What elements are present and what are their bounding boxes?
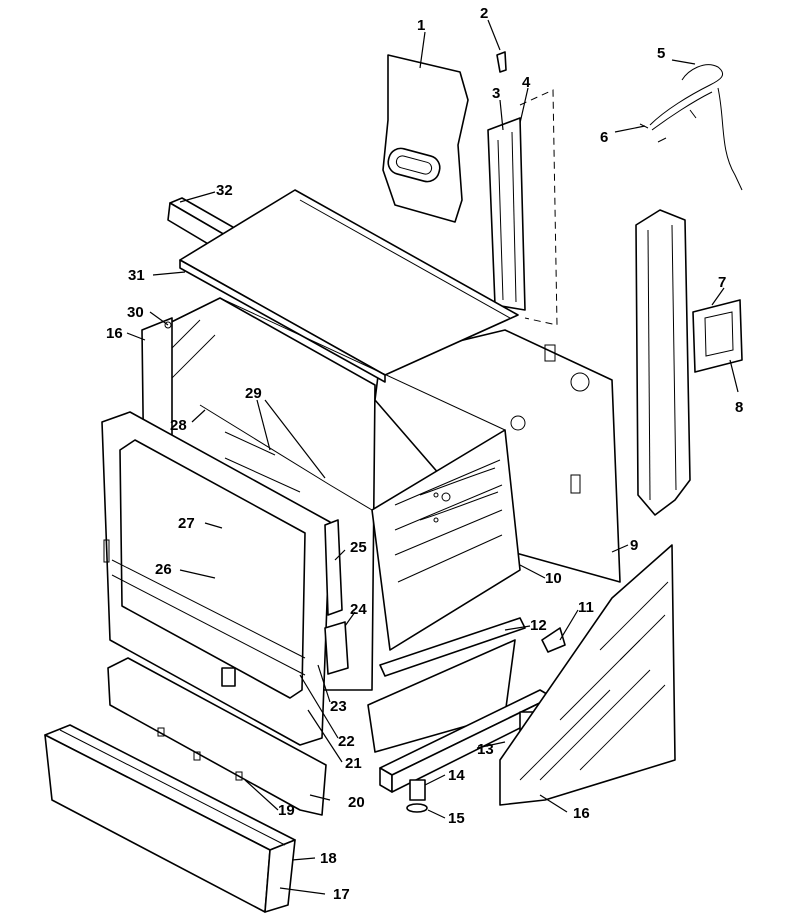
part-5-6-wire-harness [639, 64, 743, 191]
part-25-vertical-strip [324, 519, 343, 616]
callout-14: 14 [448, 767, 465, 784]
callout-21: 21 [345, 755, 362, 772]
part-31-top-panel [179, 189, 519, 383]
callout-26: 26 [155, 561, 172, 578]
leader-lines [126, 19, 739, 895]
part-12-bottom-panel [367, 617, 526, 753]
part-16-right-side-panel [499, 544, 676, 806]
callout-30: 30 [127, 304, 144, 321]
part-17-18-kick-plate [44, 724, 296, 913]
callout-8: 8 [735, 399, 743, 416]
callout-6: 6 [600, 129, 608, 146]
part-2-bracket [496, 51, 507, 73]
callout-12: 12 [530, 617, 547, 634]
part-27-front-frame [101, 411, 331, 746]
callout-27: 27 [178, 515, 195, 532]
callout-11: 11 [578, 599, 594, 616]
part-7-8-side-rail [635, 209, 743, 516]
callout-32: 32 [216, 182, 233, 199]
callout-17: 17 [333, 886, 350, 903]
callout-labels: 1 2 3 4 5 6 7 8 9 10 11 12 13 14 15 16 1… [106, 5, 743, 903]
callout-15: 15 [448, 810, 465, 827]
callout-31: 31 [128, 267, 145, 284]
callout-5: 5 [657, 45, 665, 62]
callout-22: 22 [338, 733, 355, 750]
callout-3: 3 [492, 85, 500, 102]
callout-9: 9 [630, 537, 638, 554]
callout-7: 7 [718, 274, 726, 291]
part-11-clip [541, 627, 566, 653]
part-20-front-base-frame [107, 657, 327, 816]
callout-23: 23 [330, 698, 347, 715]
part-3-4-rear-rail [487, 89, 558, 326]
callout-4: 4 [522, 74, 531, 91]
part-13-rear-channel [379, 689, 553, 793]
callout-10: 10 [545, 570, 562, 587]
callout-18: 18 [320, 850, 337, 867]
callout-2: 2 [480, 5, 488, 22]
callout-28: 28 [170, 417, 187, 434]
part-24-bracket [324, 621, 349, 675]
callout-16-right: 16 [573, 805, 590, 822]
callout-29: 29 [245, 385, 262, 402]
callout-20: 20 [348, 794, 365, 811]
callout-25: 25 [350, 539, 367, 556]
callout-16-left: 16 [106, 325, 123, 342]
callout-1: 1 [417, 17, 425, 34]
callout-24: 24 [350, 601, 367, 618]
callout-19: 19 [278, 802, 295, 819]
part-1-rear-upper-panel [382, 54, 469, 223]
callout-13: 13 [477, 741, 494, 758]
